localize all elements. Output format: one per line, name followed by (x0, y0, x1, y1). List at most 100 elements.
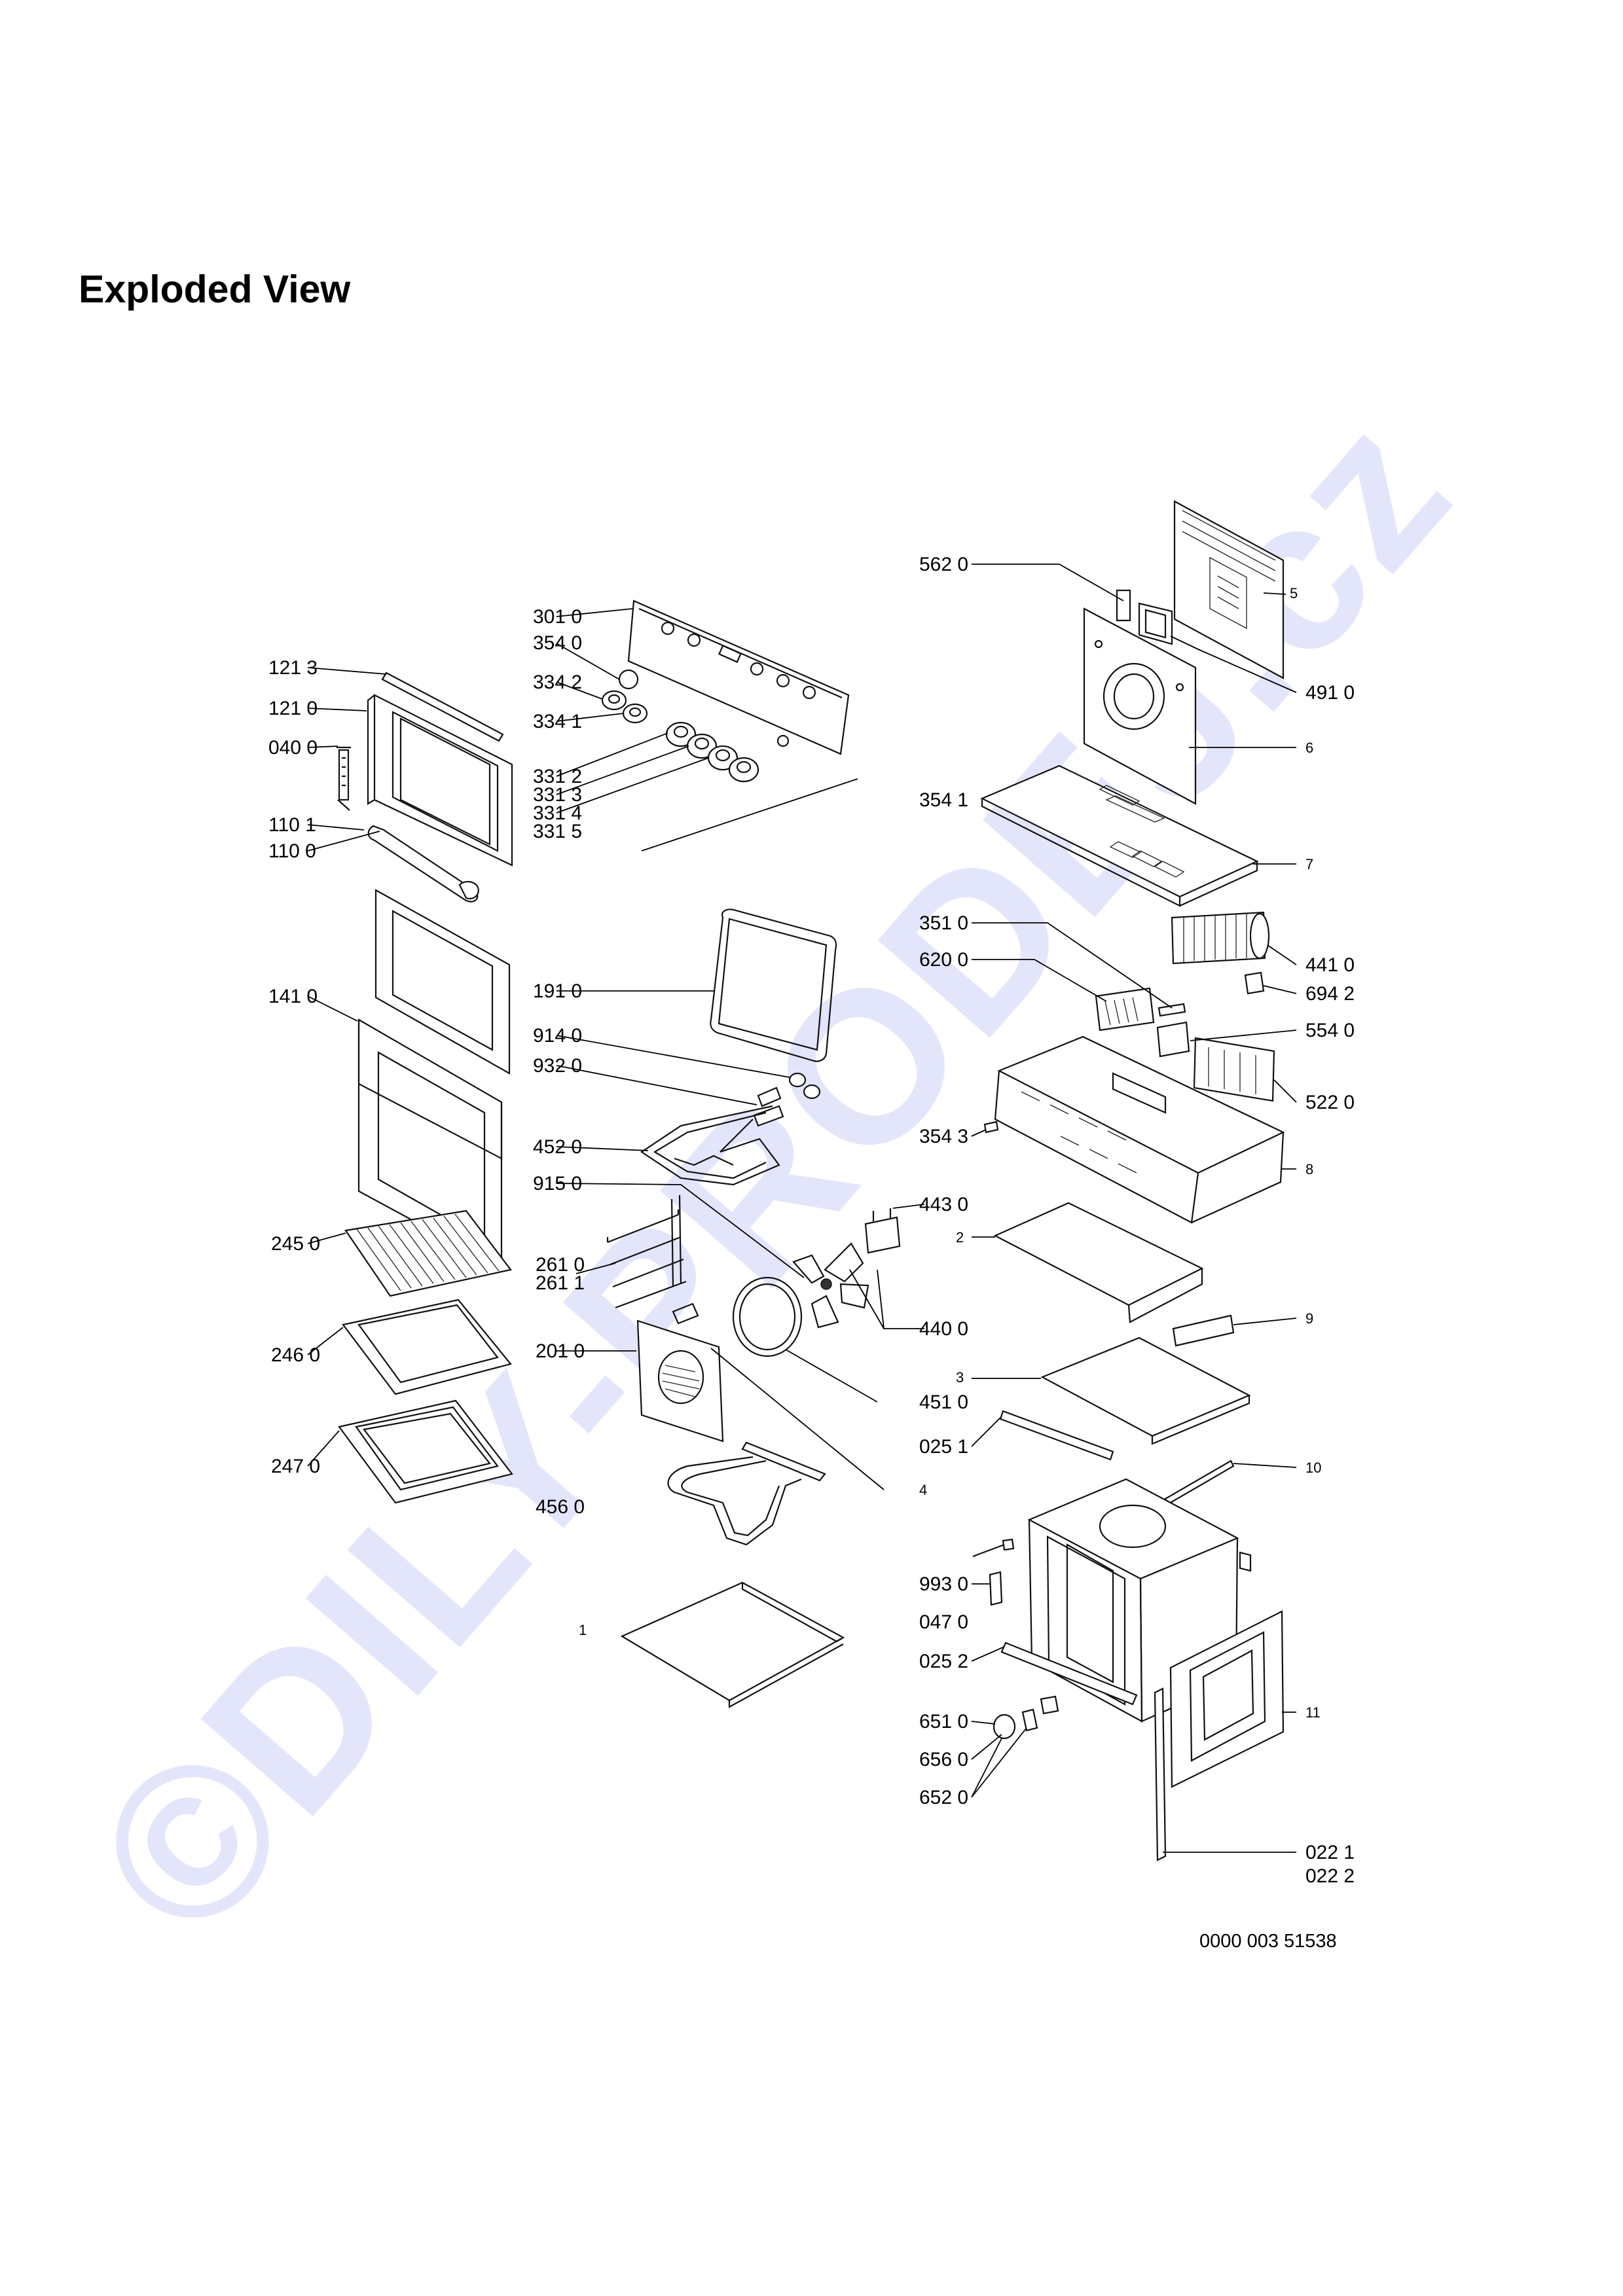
label-110-0: 110 0 (268, 840, 316, 862)
label-7: 7 (1305, 856, 1314, 872)
label-110-1: 110 1 (268, 814, 316, 836)
oven-cavity (1027, 1478, 1252, 1723)
label-452-0: 452 0 (533, 1136, 583, 1158)
terminal-block (1095, 987, 1155, 1031)
page-title: Exploded View (79, 268, 351, 311)
label-4: 4 (919, 1482, 928, 1498)
knob-4 (728, 757, 759, 783)
side-panel-11 (1169, 1610, 1285, 1788)
tangential-fan (1171, 911, 1270, 995)
label-261-0: 261 0 (536, 1254, 585, 1276)
label-331-4: 331 4 (533, 802, 583, 824)
oven-rack (344, 1210, 512, 1297)
knob-1 (665, 721, 697, 747)
label-620-0: 620 0 (919, 949, 969, 971)
label-201-0: 201 0 (536, 1340, 585, 1362)
label-451-0: 451 0 (919, 1391, 969, 1413)
side-rail-022 (1154, 1687, 1167, 1861)
door-hinge (337, 746, 351, 811)
screw-354-3 (983, 1121, 999, 1134)
document-number: 0000 003 51538 (1199, 1931, 1337, 1952)
side-rack-left (606, 1194, 687, 1309)
label-656-0: 656 0 (919, 1749, 969, 1770)
label-651-0: 651 0 (919, 1711, 969, 1732)
label-8: 8 (1305, 1161, 1314, 1177)
label-440-0: 440 0 (919, 1318, 969, 1340)
label-040-0: 040 0 (268, 737, 318, 759)
label-354-3: 354 3 (919, 1126, 969, 1147)
fan-motor (864, 1208, 901, 1254)
bottom-heater (667, 1441, 826, 1546)
label-5: 5 (1290, 585, 1298, 601)
side-panel-2 (993, 1202, 1204, 1323)
label-354-0: 354 0 (533, 632, 583, 654)
label-652-0: 652 0 (919, 1787, 969, 1808)
label-334-2: 334 2 (533, 672, 583, 693)
door-frame (367, 694, 513, 867)
rear-wall (1083, 607, 1197, 805)
door-top-trim (381, 672, 504, 742)
fan-cover (636, 1302, 724, 1443)
label-047-0: 047 0 (919, 1611, 969, 1633)
ring-element (732, 1276, 803, 1357)
knob-small-1 (618, 669, 639, 690)
label-246-0: 246 0 (271, 1344, 321, 1366)
control-housing (994, 1035, 1285, 1224)
label-245-0: 245 0 (271, 1233, 321, 1255)
label-441-0: 441 0 (1305, 954, 1355, 976)
screw-993 (972, 1538, 1015, 1558)
baking-tray (342, 1299, 512, 1395)
small-rod (1158, 1003, 1186, 1017)
label-443-0: 443 0 (919, 1194, 969, 1215)
label-554-0: 554 0 (1305, 1020, 1355, 1041)
label-3: 3 (956, 1369, 964, 1386)
door-outer-glass (357, 889, 511, 1270)
knob-small-3 (622, 703, 648, 724)
label-10: 10 (1305, 1460, 1322, 1476)
knob-3 (707, 745, 739, 771)
knob-small-2 (601, 690, 627, 711)
label-331-3: 331 3 (533, 784, 583, 806)
label-025-2: 025 2 (919, 1651, 969, 1672)
label-11: 11 (1305, 1704, 1321, 1721)
leader-lines (307, 564, 1297, 1853)
deep-tray (338, 1399, 513, 1504)
label-9: 9 (1305, 1310, 1314, 1327)
relay-block (1156, 1021, 1275, 1102)
bracket-9 (1172, 1314, 1235, 1347)
label-141-0: 141 0 (268, 986, 318, 1007)
connector-parts (753, 1072, 821, 1127)
back-panel (1173, 500, 1285, 679)
label-354-1: 354 1 (919, 789, 969, 811)
thermostat-block (1138, 602, 1173, 645)
label-025-1: 025 1 (919, 1436, 969, 1458)
label-121-3: 121 3 (268, 657, 318, 679)
switch-562 (1116, 589, 1131, 622)
rail-025-2 (1000, 1641, 1138, 1706)
oven-floor-plate (620, 1581, 845, 1708)
label-334-1: 334 1 (533, 711, 583, 732)
label-915-0: 915 0 (533, 1173, 583, 1194)
rod-10 (1164, 1460, 1235, 1505)
label-491-0: 491 0 (1305, 682, 1355, 704)
label-351-0: 351 0 (919, 912, 969, 934)
label-914-0: 914 0 (533, 1025, 583, 1047)
door-handle (367, 825, 479, 903)
label-301-0: 301 0 (533, 606, 583, 628)
label-022-1: 022 1 (1305, 1842, 1355, 1863)
label-191-0: 191 0 (533, 980, 583, 1002)
label-261-1: 261 1 (536, 1272, 585, 1294)
label-331-5: 331 5 (533, 821, 583, 842)
label-694-2: 694 2 (1305, 983, 1355, 1005)
label-022-2: 022 2 (1305, 1865, 1355, 1887)
top-cover-panel (980, 764, 1259, 907)
door-seal (710, 908, 837, 1062)
label-456-0: 456 0 (536, 1496, 585, 1518)
label-2: 2 (956, 1229, 964, 1246)
fan-blade (792, 1242, 869, 1329)
label-932-0: 932 0 (533, 1055, 583, 1077)
panel-3 (1040, 1336, 1251, 1445)
label-121-0: 121 0 (268, 698, 318, 719)
latch-047 (989, 1571, 1003, 1606)
